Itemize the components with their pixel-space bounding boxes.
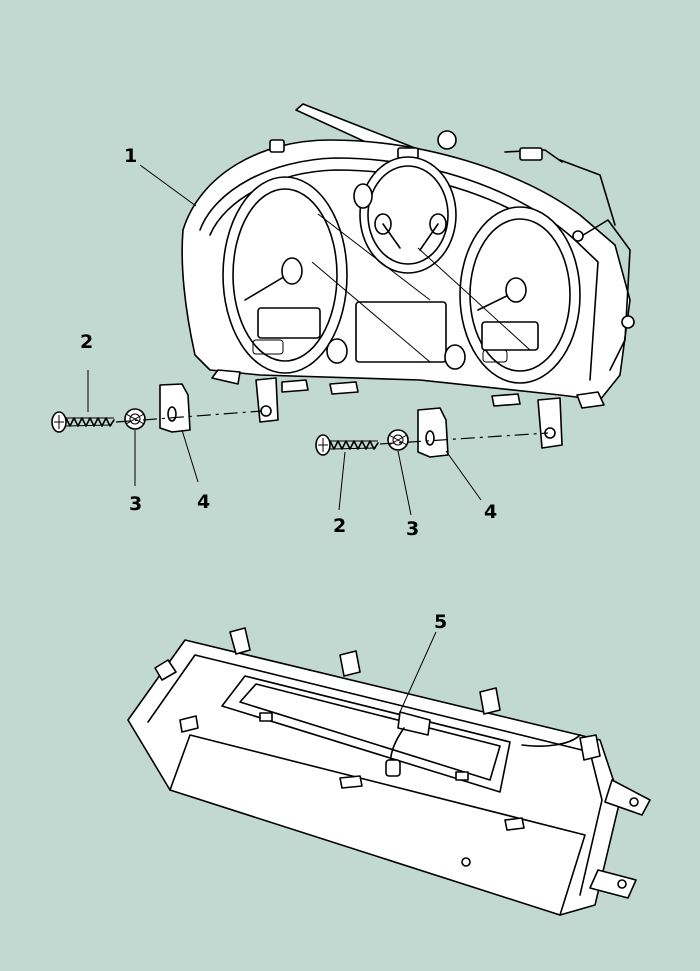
screw-right xyxy=(315,434,379,456)
callout-5: 5 xyxy=(434,611,447,633)
axis-line-right xyxy=(379,432,549,445)
washer-right xyxy=(387,429,409,451)
screw-left xyxy=(51,411,115,433)
callout-2-left: 2 xyxy=(80,331,93,353)
fastener-leaders xyxy=(87,370,482,516)
washer-left xyxy=(124,408,146,430)
axis-line-left xyxy=(115,410,263,423)
display-module xyxy=(127,627,651,916)
item-1-leaders xyxy=(139,164,531,363)
clip-right xyxy=(417,407,449,458)
instrument-cluster xyxy=(181,103,635,449)
callout-4-left: 4 xyxy=(197,491,210,513)
callout-3-left: 3 xyxy=(129,493,142,515)
callout-3-right: 3 xyxy=(406,518,419,540)
callout-4-right: 4 xyxy=(484,501,497,523)
callout-1: 1 xyxy=(124,145,137,167)
item-5-leader xyxy=(399,631,437,713)
callout-2-right: 2 xyxy=(333,515,346,537)
clip-left xyxy=(159,383,191,433)
